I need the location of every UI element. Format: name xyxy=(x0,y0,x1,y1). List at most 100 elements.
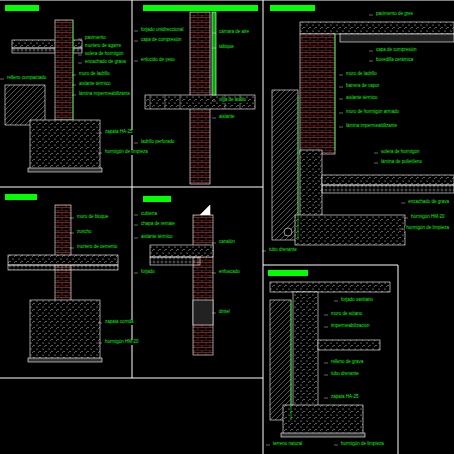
leader-line xyxy=(266,445,270,446)
callout-label: forjado sanitario xyxy=(340,298,374,303)
leader-line xyxy=(401,203,405,204)
leader-line xyxy=(369,61,373,62)
leader-line xyxy=(369,51,373,52)
leader-line xyxy=(324,315,328,316)
callout-label: mortero de cemento xyxy=(76,245,118,250)
callout-label: zuncho xyxy=(76,230,93,235)
leader-line xyxy=(134,225,138,226)
leader-line xyxy=(339,113,343,114)
leader-line xyxy=(262,251,266,252)
callout-label: solera de hormigón xyxy=(84,52,125,57)
callout-label: muro de bloque xyxy=(76,215,109,220)
leader-line xyxy=(324,375,328,376)
leader-line xyxy=(212,118,216,119)
callout-label: cubierta xyxy=(140,212,158,217)
callout-label: muro de ladrillo xyxy=(345,72,378,77)
callout-label: barrera de vapor xyxy=(345,84,380,89)
callout-label: lámina de polietileno xyxy=(380,160,423,165)
callout-label: zapata HA-25 xyxy=(330,395,360,400)
callout-label: solera de hormigón xyxy=(380,150,421,155)
leader-line xyxy=(70,218,74,219)
callout-label: encachado de grava xyxy=(407,200,450,205)
leader-line xyxy=(369,15,373,16)
callout-label: hormigón de limpieza xyxy=(405,226,450,231)
callout-label: capa de compresión xyxy=(375,48,418,53)
leader-line xyxy=(339,75,343,76)
leader-line xyxy=(324,398,328,399)
callout-label: muro de sótano xyxy=(330,312,363,317)
callout-label: hormigón de limpieza xyxy=(104,150,149,155)
callout-label: tabique xyxy=(218,45,235,50)
leader-line xyxy=(70,233,74,234)
callout-label: impermeabilización xyxy=(330,324,371,329)
callout-label: tubo drenante xyxy=(330,372,360,377)
callout-label: canalón xyxy=(218,240,236,245)
callout-label: forjado unidireccional xyxy=(140,28,185,33)
leader-line xyxy=(134,273,138,274)
callout-label: aislante xyxy=(218,115,236,120)
callout-label: viga de atado xyxy=(218,98,247,103)
leader-line xyxy=(334,445,338,446)
leader-line xyxy=(404,218,408,219)
leader-line xyxy=(72,85,76,86)
leader-line xyxy=(98,133,102,134)
leader-line xyxy=(399,229,403,230)
leader-line xyxy=(134,61,138,62)
leader-line xyxy=(339,127,343,128)
callout-label: capa de compresión xyxy=(140,38,183,43)
callout-label: aislante térmico xyxy=(345,96,379,101)
leader-line xyxy=(0,79,4,80)
leader-line xyxy=(212,48,216,49)
leader-line xyxy=(212,33,216,34)
callout-label: relleno de grava xyxy=(330,360,364,365)
callout-label: zapata HA-25 xyxy=(104,130,134,135)
callout-label: aislante térmico xyxy=(78,82,112,87)
leader-line xyxy=(212,273,216,274)
callout-label: enlucido de yeso xyxy=(140,58,176,63)
callout-label: ladrillo perforado xyxy=(140,140,176,145)
leader-line xyxy=(212,243,216,244)
leader-line xyxy=(134,215,138,216)
leader-line xyxy=(212,101,216,102)
callout-label: pavimento xyxy=(84,36,107,41)
leader-line xyxy=(98,343,102,344)
leader-line xyxy=(72,95,76,96)
callout-label: pavimento de gres xyxy=(375,12,414,17)
leader-line xyxy=(134,143,138,144)
callout-label: cámara de aire xyxy=(218,30,250,35)
leader-line xyxy=(374,163,378,164)
callout-label: chapa de remate xyxy=(140,222,176,227)
leader-line xyxy=(98,323,102,324)
callout-label: muro de ladrillo xyxy=(78,72,111,77)
callout-label: muro de hormigón armado xyxy=(345,110,400,115)
callout-label: lámina impermeabilizante xyxy=(345,124,398,129)
callout-label: enfoscado xyxy=(218,270,241,275)
leader-line xyxy=(334,301,338,302)
callout-label: mortero de agarre xyxy=(84,44,122,49)
callout-label: zapata corrida xyxy=(104,320,135,325)
callout-label: bovedilla cerámica xyxy=(375,58,414,63)
callout-label: relleno compactado xyxy=(6,76,47,81)
leader-line xyxy=(78,39,82,40)
callout-label: aislante térmico xyxy=(140,235,174,240)
leader-line xyxy=(134,41,138,42)
leader-line xyxy=(98,153,102,154)
callout-label: encachado de grava xyxy=(84,60,127,65)
leader-line xyxy=(339,99,343,100)
leader-line xyxy=(78,63,82,64)
leader-line xyxy=(339,87,343,88)
leader-line xyxy=(70,248,74,249)
leader-line xyxy=(324,327,328,328)
leader-line xyxy=(72,75,76,76)
callout-label: hormigón de limpieza xyxy=(340,442,385,447)
leader-line xyxy=(374,153,378,154)
callout-label: hormigón HM-20 xyxy=(410,215,446,220)
leader-line xyxy=(134,238,138,239)
leader-line xyxy=(78,47,82,48)
callout-label: dintel xyxy=(218,310,231,315)
callout-label: terreno natural xyxy=(272,442,303,447)
leader-line xyxy=(324,363,328,364)
leader-line xyxy=(212,313,216,314)
leader-line xyxy=(134,31,138,32)
